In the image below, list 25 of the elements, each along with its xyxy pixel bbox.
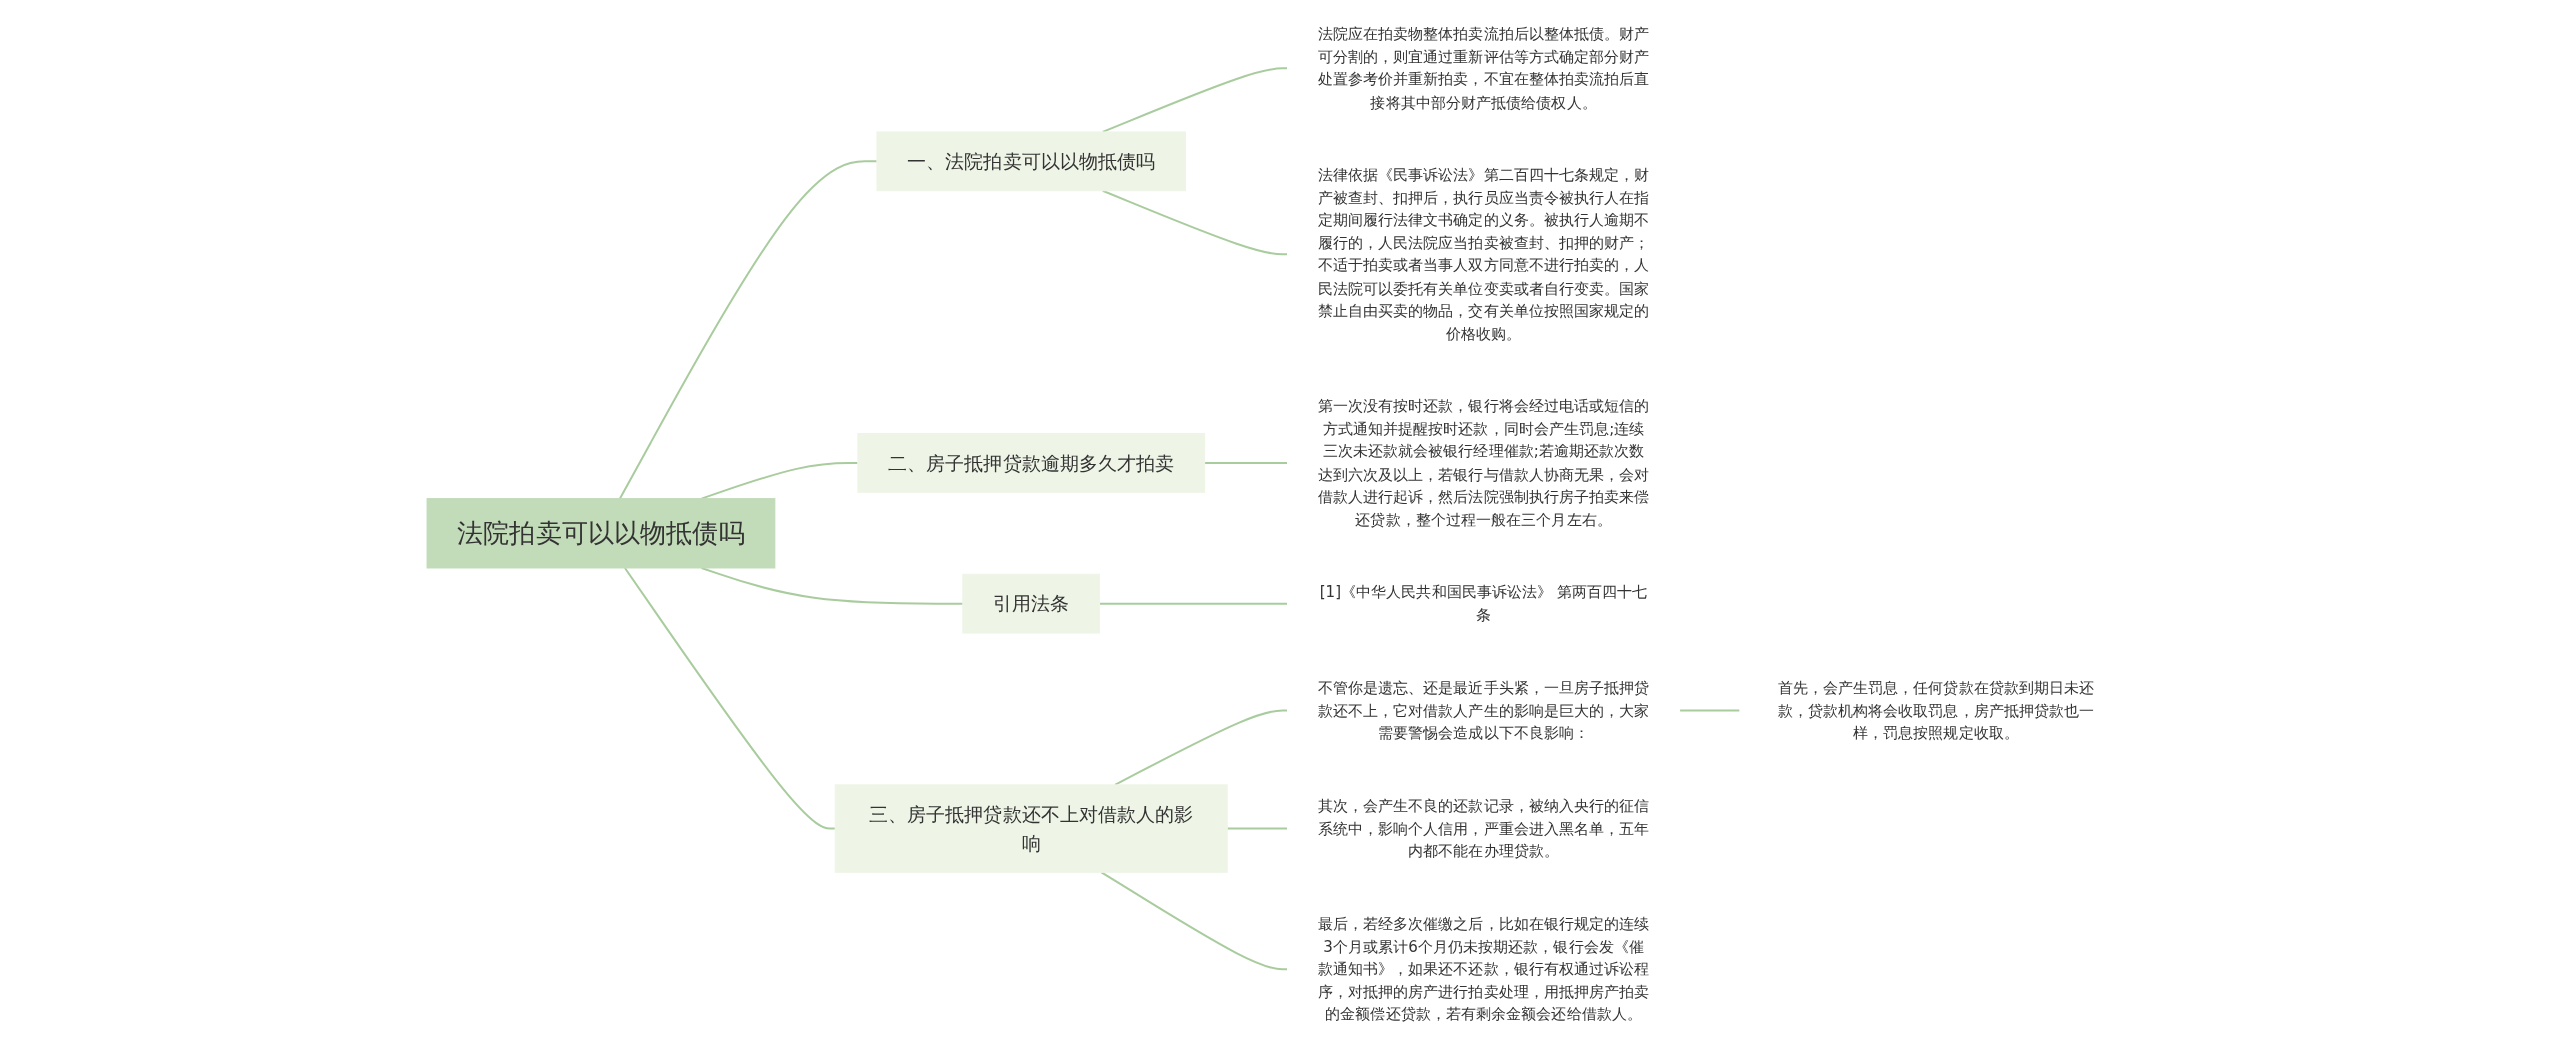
connector <box>1100 602 1289 605</box>
node-box: 法院拍卖可以以物抵债吗 <box>427 498 776 569</box>
connector <box>1680 709 1741 712</box>
node-box: 引用法条 <box>962 573 1101 634</box>
node-text: 其次，会产生不良的还款记录，被纳入央行的征信系统中，影响个人信用，严重会进入黑名单，五年内都不能在办理贷款。 <box>1318 796 1650 860</box>
node-text: 法院应在拍卖物整体拍卖流拍后以整体抵债。财产可分割的，则宜通过重新评估等方式确定部分财产处置参考价并重新拍卖，不宜在整体拍卖流拍后直接将其中部分财产抵债给债权人。 <box>1318 25 1650 112</box>
node-text: 法律依据《民事诉讼法》第二百四十七条规定，财产被查封、扣押后，执行员应当责令被执行人在指定期间履行法律文书确定的义务。被执行人逾期不履行的，人民法院应当拍卖被查封、扣押的财产；不适于拍卖或者当事人双方同意不进行拍卖的，人民法院可以委托有关单位变卖或者自行变卖。国家禁止自由买卖的物品，交有关单位按照国家规定的价格收购。 <box>1318 165 1650 343</box>
node-text: 最后，若经多次催缴之后，比如在银行规定的连续3个月或累计6个月仍未按期还款，银行会发《催款通知书》，如果还不还款，银行有权通过诉讼程序，对抵押的房产进行拍卖处理，用抵押房产拍卖的金额偿还贷款，若有剩余金额会还给借款人。 <box>1318 914 1650 1024</box>
connector <box>624 567 836 830</box>
node-text: 不管你是遗忘、还是最近手头紧，一旦房子抵押贷款还不上，它对借款人产生的影响是巨大的，大家需要警惕会造成以下不良影响： <box>1318 678 1650 742</box>
connector <box>619 160 878 500</box>
node-box: 一、法院拍卖可以以物抵债吗 <box>876 131 1187 192</box>
connector <box>1101 871 1289 971</box>
connector <box>1205 461 1289 464</box>
connector <box>1102 189 1289 256</box>
connector <box>1227 827 1289 830</box>
node-text: 第一次没有按时还款，银行将会经过电话或短信的方式通知并提醒按时还款，同时会产生罚息;连续三次未还款就会被银行经理催款;若逾期还款次数达到六次及以上，若银行与借款人协商无果，会对借款人进行起诉，然后法院强制执行房子拍卖来偿还贷款，整个过程一般在三个月左右。 <box>1318 397 1650 529</box>
node-text: [1]《中华人民共和国民事诉讼法》 第两百四十七条 <box>1320 583 1648 624</box>
connector <box>1114 709 1289 786</box>
connector <box>701 567 964 605</box>
node-text: 首先，会产生罚息，任何贷款在贷款到期日未还款，贷款机构将会收取罚息，房产抵押贷款也一样，罚息按照规定收取。 <box>1778 678 2095 742</box>
node-box: 三、房子抵押贷款还不上对借款人的影响 <box>835 784 1229 873</box>
connector <box>701 461 859 500</box>
node-box: 二、房子抵押贷款逾期多久才拍卖 <box>857 433 1206 493</box>
connector <box>1102 67 1289 133</box>
